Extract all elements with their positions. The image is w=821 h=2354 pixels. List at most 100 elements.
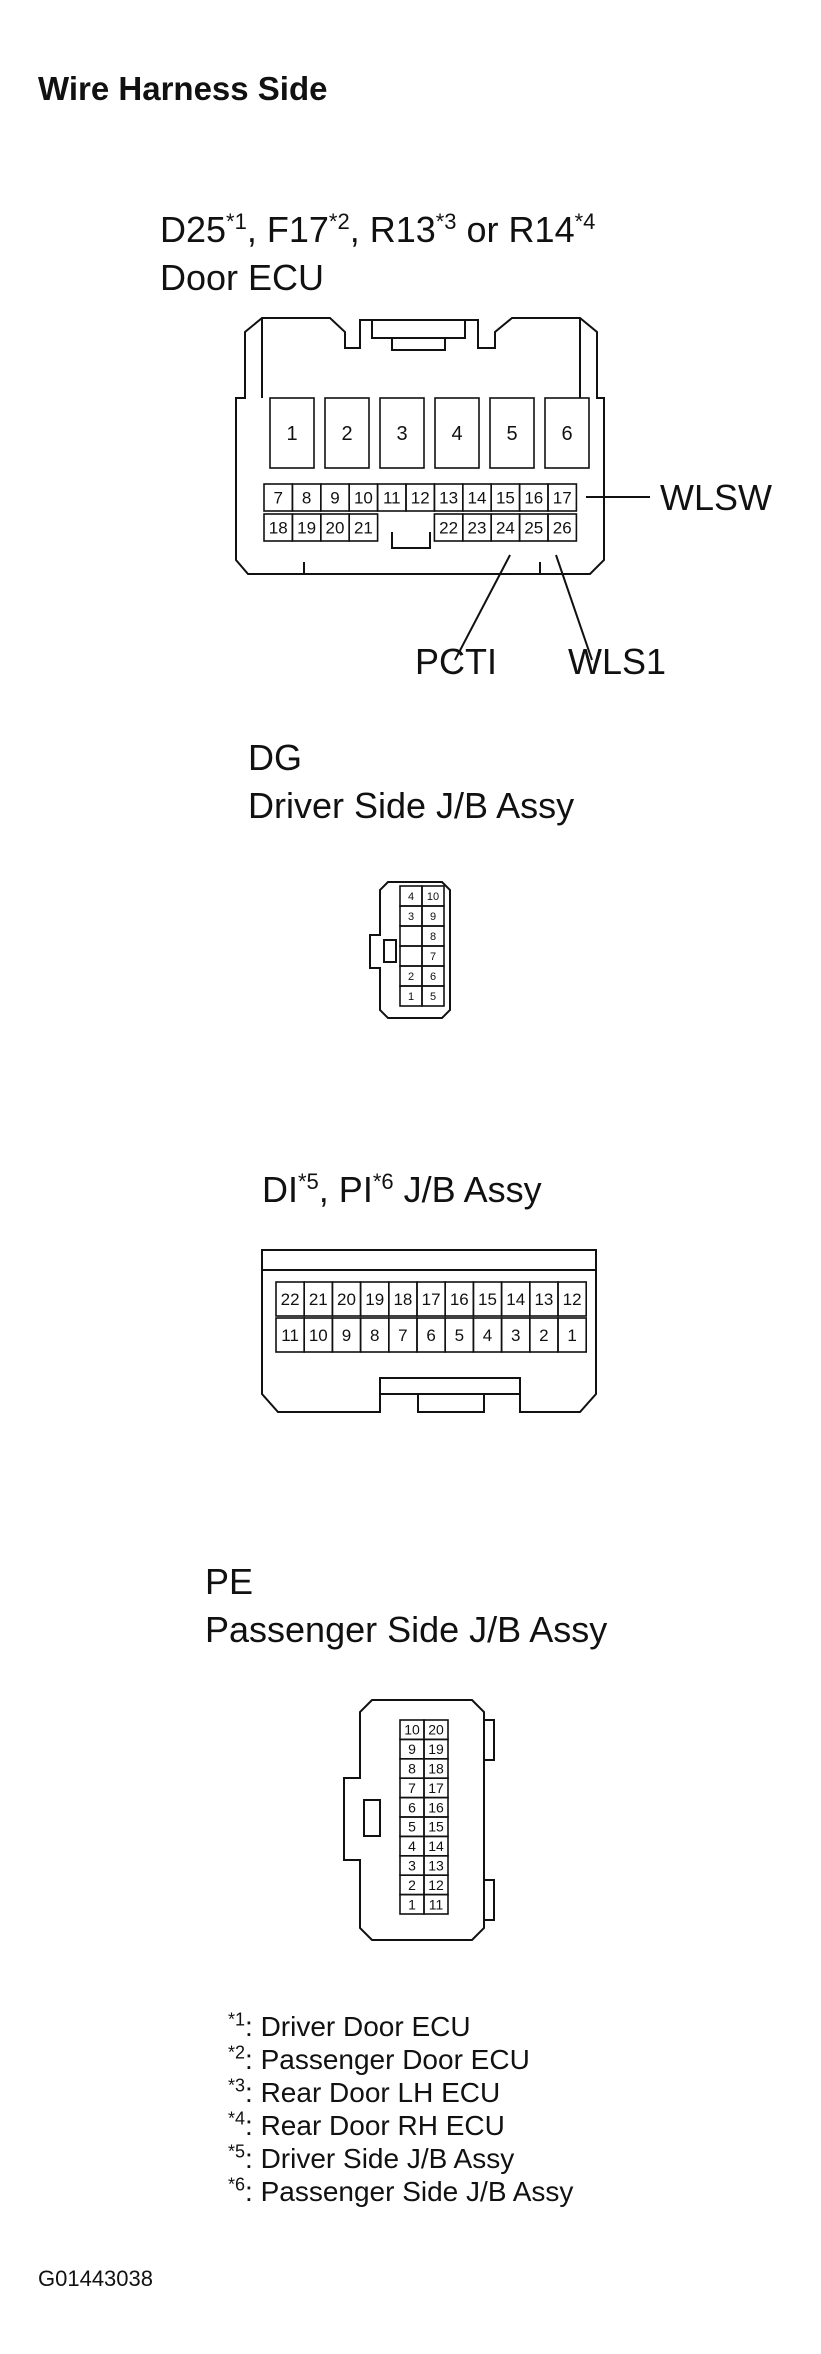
d25-pin-22: 22 xyxy=(433,513,464,542)
svg-text:8: 8 xyxy=(370,1326,379,1345)
svg-text:4: 4 xyxy=(451,423,462,445)
svg-text:21: 21 xyxy=(354,519,373,538)
di-pin-10: 10 xyxy=(303,1317,334,1353)
svg-text:12: 12 xyxy=(428,1877,444,1893)
di-title-sup-1: *5 xyxy=(298,1169,319,1194)
svg-text:2: 2 xyxy=(341,423,352,445)
d25-pin-21: 21 xyxy=(348,513,379,542)
dg-pin-left-3 xyxy=(399,925,423,947)
footnote-4-text: : Rear Door RH ECU xyxy=(245,2110,505,2141)
d25-title-part-3: , R13 xyxy=(349,209,436,250)
svg-text:1: 1 xyxy=(408,991,414,1003)
di-pin-3: 3 xyxy=(500,1317,531,1353)
svg-text:19: 19 xyxy=(428,1741,444,1757)
dg-pin-left-5: 2 xyxy=(399,965,423,987)
dg-pin-left-2: 3 xyxy=(399,905,423,927)
footnote-2-text: : Passenger Door ECU xyxy=(245,2044,530,2075)
svg-text:17: 17 xyxy=(553,489,572,508)
pe-pin-11: 11 xyxy=(423,1893,449,1915)
dg-pin-6: 6 xyxy=(421,965,445,987)
di-pin-22: 22 xyxy=(275,1281,306,1317)
svg-text:3: 3 xyxy=(511,1326,520,1345)
svg-text:12: 12 xyxy=(411,489,430,508)
di-pin-13: 13 xyxy=(528,1281,559,1317)
svg-text:1: 1 xyxy=(408,1896,416,1912)
footnote-6-text: : Passenger Side J/B Assy xyxy=(245,2176,574,2207)
pe-pin-3: 3 xyxy=(399,1855,425,1877)
svg-text:10: 10 xyxy=(354,489,373,508)
svg-text:20: 20 xyxy=(337,1290,356,1309)
dg-name: Driver Side J/B Assy xyxy=(248,785,575,826)
di-title: DI*5, PI*6 J/B Assy xyxy=(262,1168,542,1212)
dg-code: DG xyxy=(248,737,302,778)
svg-text:15: 15 xyxy=(478,1290,497,1309)
di-pin-21: 21 xyxy=(303,1281,334,1317)
d25-latch xyxy=(371,320,466,339)
dg-pin-7: 7 xyxy=(421,945,445,967)
svg-text:3: 3 xyxy=(408,1858,416,1874)
svg-text:26: 26 xyxy=(553,519,572,538)
di-pin-4: 4 xyxy=(472,1317,503,1353)
footnote-4: *4: Rear Door RH ECU xyxy=(228,2109,573,2142)
d25-pin-20: 20 xyxy=(319,513,350,542)
pe-housing xyxy=(343,1699,495,1941)
footnote-2-mark: *2 xyxy=(228,2042,246,2063)
footnote-3-mark: *3 xyxy=(228,2075,246,2096)
svg-text:10: 10 xyxy=(404,1722,420,1738)
figure-code: G01443038 xyxy=(38,2266,153,2291)
svg-text:15: 15 xyxy=(428,1819,444,1835)
d25-housing xyxy=(235,317,605,575)
svg-text:6: 6 xyxy=(426,1326,435,1345)
svg-text:11: 11 xyxy=(281,1326,299,1345)
dg-pin-10: 10 xyxy=(421,885,445,907)
svg-text:19: 19 xyxy=(365,1290,384,1309)
svg-text:10: 10 xyxy=(309,1326,328,1345)
svg-text:2: 2 xyxy=(408,971,414,983)
d25-title-part-4: or R14 xyxy=(456,209,575,250)
d25-latch-tab xyxy=(391,338,446,351)
d25-subtitle: Door ECU xyxy=(160,257,325,298)
svg-text:1: 1 xyxy=(567,1326,576,1345)
dg-pin-left-4 xyxy=(399,945,423,967)
svg-text:5: 5 xyxy=(408,1819,416,1835)
d25-pin-18: 18 xyxy=(263,513,294,542)
svg-text:2: 2 xyxy=(408,1877,416,1893)
pe-pin-18: 18 xyxy=(423,1758,449,1780)
svg-text:18: 18 xyxy=(428,1761,444,1777)
d25-pin-15: 15 xyxy=(490,483,521,512)
pe-pin-6: 6 xyxy=(399,1796,425,1818)
svg-text:8: 8 xyxy=(430,931,436,943)
footnote-1-mark: *1 xyxy=(228,2009,246,2030)
svg-text:17: 17 xyxy=(428,1780,444,1796)
pe-pin-5: 5 xyxy=(399,1816,425,1838)
svg-text:10: 10 xyxy=(427,891,439,903)
d25-title-part-2: , F17 xyxy=(246,209,329,250)
d25-pin-25: 25 xyxy=(518,513,549,542)
di-pin-11: 11 xyxy=(275,1317,306,1353)
svg-text:20: 20 xyxy=(326,519,345,538)
svg-text:4: 4 xyxy=(408,891,414,903)
svg-text:6: 6 xyxy=(408,1799,416,1815)
svg-text:6: 6 xyxy=(561,423,572,445)
svg-text:18: 18 xyxy=(269,519,288,538)
pe-name: Passenger Side J/B Assy xyxy=(205,1609,608,1650)
d25-title-sup-2: *2 xyxy=(328,209,350,234)
d25-pin-12: 12 xyxy=(405,483,436,512)
svg-text:9: 9 xyxy=(408,1741,416,1757)
footnote-6: *6: Passenger Side J/B Assy xyxy=(228,2175,573,2208)
dg-pin-8: 8 xyxy=(421,925,445,947)
d25-pin-26: 26 xyxy=(547,513,578,542)
d25-pin-1: 1 xyxy=(269,397,315,469)
svg-text:6: 6 xyxy=(430,971,436,983)
footnotes: *1: Driver Door ECU *2: Passenger Door E… xyxy=(228,2010,573,2208)
di-title-part-1: DI xyxy=(262,1169,298,1210)
pe-pin-4: 4 xyxy=(399,1835,425,1857)
pe-pin-8: 8 xyxy=(399,1758,425,1780)
di-title-part-2: , PI xyxy=(318,1169,373,1210)
d25-pin-10: 10 xyxy=(348,483,379,512)
svg-text:15: 15 xyxy=(496,489,515,508)
d25-pin-9: 9 xyxy=(319,483,350,512)
d25-pin-4: 4 xyxy=(434,397,480,469)
d25-pin-5: 5 xyxy=(489,397,535,469)
